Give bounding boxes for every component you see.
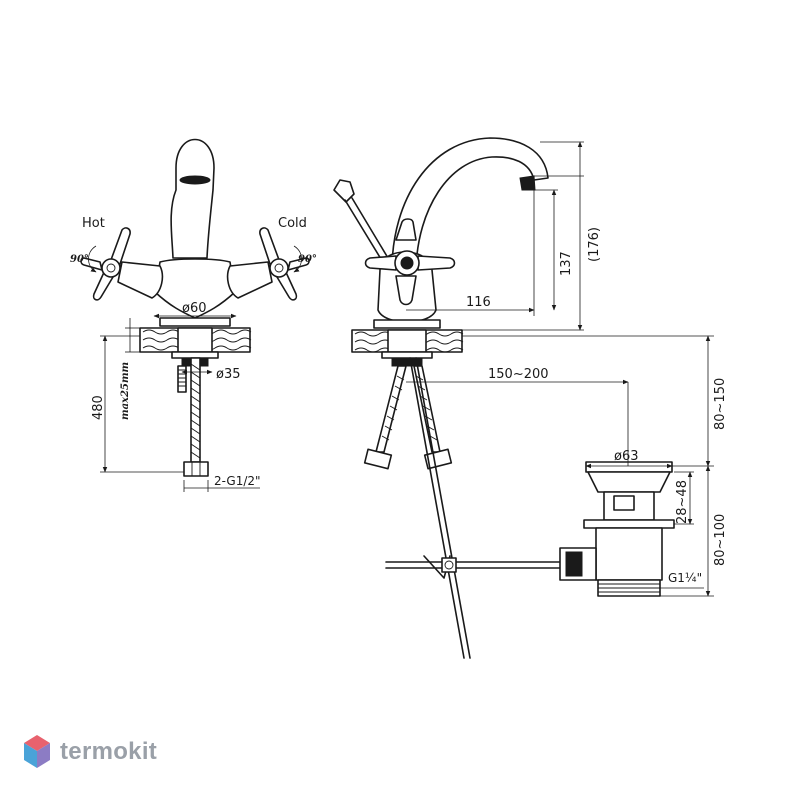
brand-name: termokit (60, 738, 158, 765)
lift-rod-knob-icon[interactable] (333, 179, 355, 203)
side-handle-icon[interactable] (364, 218, 456, 306)
total-176-label: (176) (587, 227, 602, 262)
cold-handle-icon[interactable] (259, 227, 310, 301)
inlet-thread-label: 2-G1/2" (214, 474, 261, 488)
front-spout (170, 138, 215, 259)
right-bonnet (226, 261, 273, 299)
height-480-label: 480 (91, 395, 106, 420)
hot-label: Hot (82, 216, 105, 231)
waste-thread-label: G1¼" (668, 571, 702, 585)
side-base-collar (373, 319, 441, 329)
rotation-angle-left: 90° (70, 254, 89, 265)
rotation-arrow-icon (88, 245, 97, 273)
supply-hose (190, 357, 201, 463)
hose-fitting (183, 461, 209, 477)
side-fixing-nut (391, 357, 423, 367)
left-bonnet (117, 261, 164, 299)
fixing-plate (171, 351, 219, 359)
side-aerator-icon (519, 175, 536, 191)
diameter-63-label: ø63 (614, 449, 639, 464)
mounting-hole (177, 327, 213, 353)
diameter-35-label: ø35 (216, 367, 241, 382)
side-spout (391, 137, 549, 271)
brand-logo: termokit (22, 734, 157, 770)
front-view (80, 138, 310, 492)
side-mounting-hole (387, 329, 427, 353)
reach-116-label: 116 (466, 295, 491, 310)
aerator-icon (179, 175, 211, 185)
range-80-100-label: 80~100 (713, 514, 728, 566)
pop-up-rod (409, 357, 465, 659)
rotation-angle-right: 90° (298, 254, 317, 265)
front-base-collar (159, 317, 231, 327)
termokit-logo-icon (24, 735, 50, 768)
front-body (154, 258, 236, 319)
clip-screw (441, 557, 457, 573)
hose-fitting-left (363, 448, 393, 470)
side-fixing-plate (381, 351, 433, 359)
range-80-150-label: 80~150 (713, 378, 728, 430)
cold-label: Cold (278, 216, 307, 231)
spout-137-label: 137 (559, 251, 574, 276)
max-thickness-label: max25mm (120, 362, 131, 420)
side-view (333, 137, 714, 659)
diameter-60-label: ø60 (182, 301, 207, 316)
threaded-stud (177, 365, 187, 393)
pop-up-waste (559, 461, 675, 597)
hose-fitting-right (423, 448, 453, 470)
range-28-48-label: 28~48 (675, 480, 690, 524)
range-150-200-label: 150~200 (488, 367, 549, 382)
rotation-arrow-icon (293, 245, 302, 273)
hot-handle-icon[interactable] (80, 227, 131, 301)
